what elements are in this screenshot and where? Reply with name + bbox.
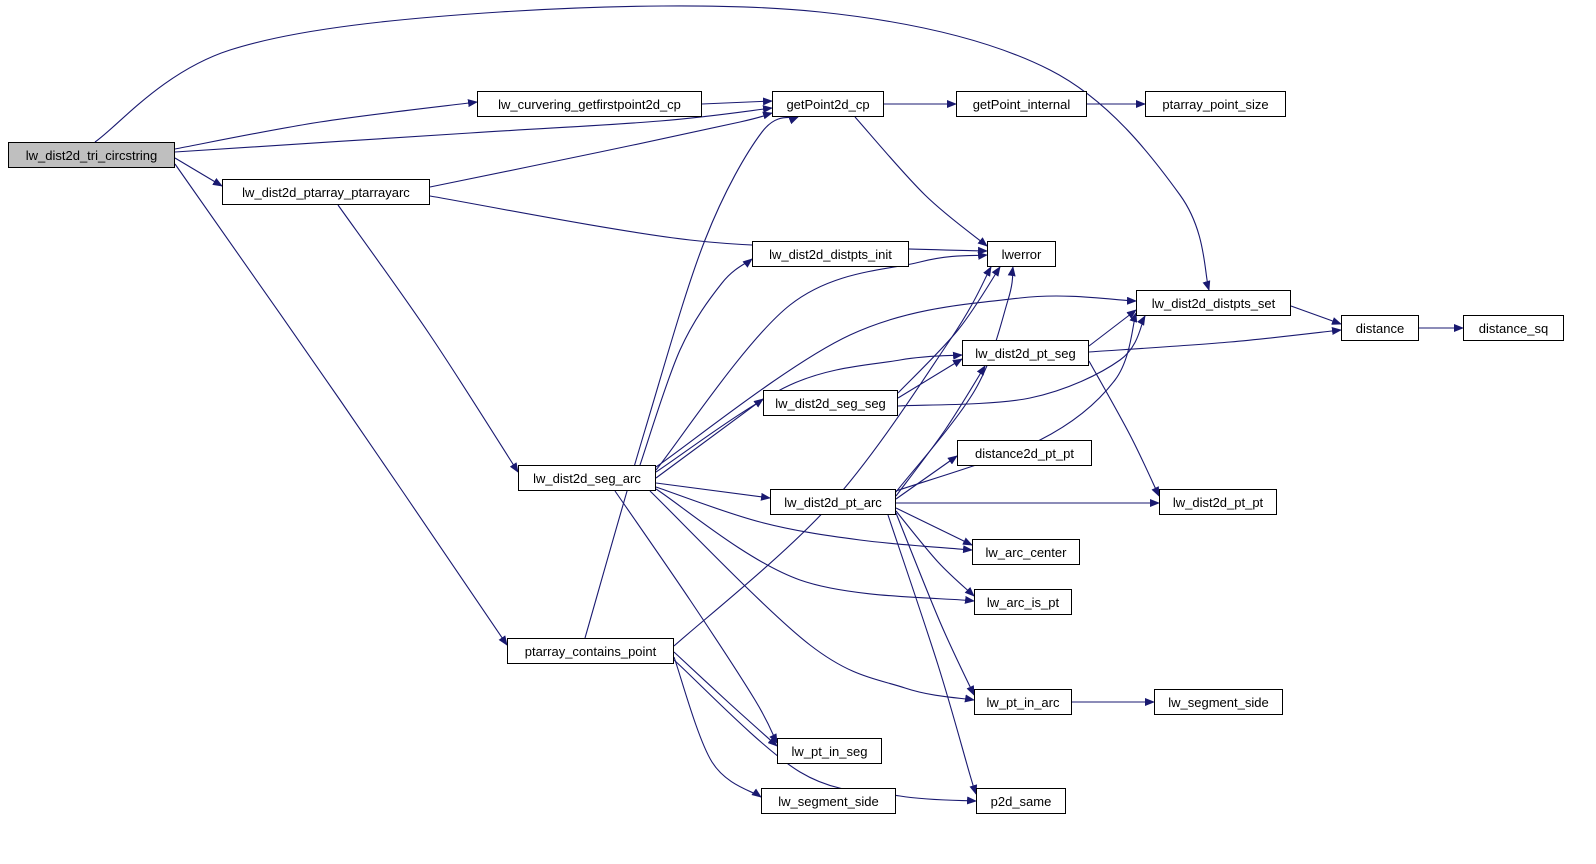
node-segment-side-bottom[interactable]: lw_segment_side [761, 788, 896, 814]
edge-tri-circstring-ptarray-ptarrayarc [174, 157, 223, 187]
edge-seg-arc-distpts-set [655, 295, 1137, 468]
edge-pt-seg-distance [1088, 326, 1342, 353]
node-ptarray-point-size[interactable]: ptarray_point_size [1145, 91, 1286, 117]
edge-tri-circstring-curvering-getfirstpoint2d-cp [174, 99, 478, 150]
edge-ptarray-ptarrayarc-seg-arc [337, 204, 519, 473]
node-pt-pt[interactable]: lw_dist2d_pt_pt [1159, 489, 1277, 515]
node-arc-is-pt[interactable]: lw_arc_is_pt [974, 589, 1072, 615]
node-pt-in-arc[interactable]: lw_pt_in_arc [974, 689, 1072, 715]
node-distance2d-pt-pt[interactable]: distance2d_pt_pt [957, 440, 1092, 466]
edge-tri-circstring-getpoint2d-cp [174, 105, 773, 153]
node-pt-seg[interactable]: lw_dist2d_pt_seg [962, 340, 1089, 366]
edge-contains-point-segment-side-bottom [673, 656, 762, 798]
edge-tri-circstring-contains-point [174, 163, 508, 646]
edge-seg-seg-lwerror [897, 266, 1001, 394]
node-seg-seg[interactable]: lw_dist2d_seg_seg [763, 390, 898, 416]
edge-seg-arc-pt-in-seg [614, 490, 778, 744]
edge-contains-point-lwerror [673, 266, 992, 647]
edge-seg-arc-pt-in-arc [649, 490, 975, 703]
node-segment-side-right[interactable]: lw_segment_side [1154, 689, 1283, 715]
edge-tri-circstring-distpts-set [94, 5, 1211, 291]
edge-seg-arc-lwerror [655, 251, 988, 471]
edge-contains-point-pt-in-seg [673, 651, 778, 747]
edge-seg-arc-pt-arc [655, 482, 771, 501]
edge-seg-seg-distpts-set [897, 315, 1146, 407]
node-distpts-set[interactable]: lw_dist2d_distpts_set [1136, 290, 1291, 316]
edge-contains-point-getpoint2d-cp [584, 116, 799, 639]
node-tri-circstring: lw_dist2d_tri_circstring [8, 142, 175, 168]
edge-pt-arc-p2d-same [887, 514, 978, 795]
node-distance[interactable]: distance [1341, 315, 1419, 341]
edge-pt-arc-pt-seg [895, 365, 986, 497]
node-getpoint2d-cp[interactable]: getPoint2d_cp [772, 91, 884, 117]
edge-pt-arc-pt-in-arc [895, 512, 975, 696]
edge-seg-arc-pt-seg [655, 351, 963, 473]
node-pt-in-seg[interactable]: lw_pt_in_seg [777, 738, 882, 764]
edge-pt-seg-pt-pt [1088, 360, 1160, 497]
edge-seg-seg-pt-seg [897, 358, 963, 399]
node-arc-center[interactable]: lw_arc_center [972, 539, 1080, 565]
node-p2d-same[interactable]: p2d_same [976, 788, 1066, 814]
edge-ptarray-ptarrayarc-lwerror [429, 195, 988, 255]
edge-pt-arc-arc-is-pt [895, 510, 975, 597]
edge-seg-arc-arc-is-pt [655, 488, 975, 604]
edge-seg-arc-arc-center [655, 486, 973, 554]
node-getpoint-internal[interactable]: getPoint_internal [956, 91, 1087, 117]
node-ptarray-ptarrayarc[interactable]: lw_dist2d_ptarray_ptarrayarc [222, 179, 430, 205]
node-curvering-getfirstpoint2d-cp[interactable]: lw_curvering_getfirstpoint2d_cp [477, 91, 702, 117]
edge-pt-seg-distpts-set [1088, 309, 1137, 347]
edge-pt-arc-distance2d-pt-pt [895, 455, 958, 500]
edge-pt-arc-distpts-set [895, 312, 1138, 492]
edge-getpoint2d-cp-lwerror [854, 116, 988, 247]
edge-curvering-getfirstpoint2d-cp-getpoint2d-cp [701, 97, 773, 106]
node-pt-arc[interactable]: lw_dist2d_pt_arc [770, 489, 896, 515]
edge-contains-point-p2d-same [673, 659, 977, 805]
node-lwerror[interactable]: lwerror [987, 241, 1056, 267]
node-distance-sq[interactable]: distance_sq [1463, 315, 1564, 341]
edge-distpts-set-distance [1290, 305, 1342, 325]
node-seg-arc[interactable]: lw_dist2d_seg_arc [518, 465, 656, 491]
edge-seg-arc-distpts-init [639, 258, 753, 466]
edge-ptarray-ptarrayarc-getpoint2d-cp [429, 111, 773, 188]
node-contains-point[interactable]: ptarray_contains_point [507, 638, 674, 664]
edge-seg-arc-seg-seg [655, 398, 764, 479]
edge-pt-arc-arc-center [895, 507, 973, 546]
node-distpts-init[interactable]: lw_dist2d_distpts_init [752, 241, 909, 267]
